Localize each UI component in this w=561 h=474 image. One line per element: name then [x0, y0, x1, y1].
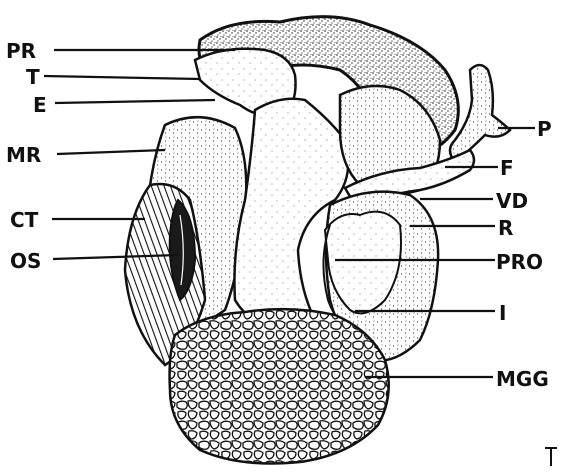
- label-i: I: [499, 301, 506, 325]
- leader-e: [55, 100, 215, 103]
- label-ct: CT: [10, 208, 39, 232]
- leader-t: [44, 76, 200, 79]
- label-p: P: [537, 117, 552, 141]
- label-t: T: [26, 65, 40, 89]
- label-e: E: [33, 93, 47, 117]
- label-pr: PR: [6, 39, 36, 63]
- mgg-gland: [170, 309, 389, 463]
- label-mgg: MGG: [496, 367, 549, 391]
- label-r: R: [498, 216, 513, 240]
- label-pro: PRO: [496, 250, 543, 274]
- label-vd: VD: [496, 189, 528, 213]
- label-f: F: [500, 156, 514, 180]
- leader-mr: [57, 150, 165, 154]
- label-mr: MR: [6, 143, 41, 167]
- label-os: OS: [10, 249, 41, 273]
- scale-mark: [545, 448, 557, 466]
